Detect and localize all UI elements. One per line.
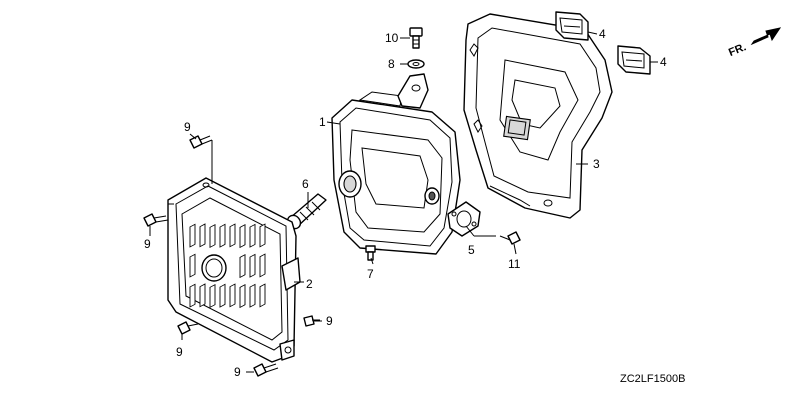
callout-grommet-a: 4 — [599, 27, 606, 41]
bolt-9-right — [303, 315, 320, 327]
callout-washer-8: 8 — [388, 57, 395, 71]
bolt-9-left — [143, 213, 169, 227]
callout-grommet-b: 4 — [660, 55, 667, 69]
callout-bolt-9-lower-left: 9 — [176, 345, 183, 359]
screw-7 — [365, 245, 376, 261]
grommet-lower — [617, 45, 651, 75]
callout-screw-7: 7 — [367, 267, 374, 281]
diagram-code: ZC2LF1500B — [620, 373, 685, 385]
direction-indicator: FR. — [727, 27, 782, 59]
callout-spark-arrester: 6 — [302, 177, 309, 191]
bolt-9-lower-left — [177, 321, 199, 335]
washer-8 — [407, 59, 425, 69]
callout-bolt-9-upper: 9 — [184, 120, 191, 134]
callout-bolt-9-right: 9 — [326, 314, 333, 328]
muffler-protector — [167, 177, 301, 363]
protector-vents — [189, 223, 266, 309]
direction-label: FR. — [727, 41, 748, 59]
muffler-cover — [463, 13, 613, 219]
callout-bolt-10: 10 — [385, 31, 399, 45]
gasket — [447, 201, 481, 237]
callout-muffler-protector: 2 — [306, 277, 313, 291]
callout-bolt-9-left: 9 — [144, 237, 151, 251]
direction-arrow-icon — [750, 27, 782, 46]
grommet-upper — [555, 11, 589, 41]
muffler — [331, 73, 461, 255]
callout-muffler: 1 — [319, 115, 326, 129]
bolt-9-bottom — [253, 363, 279, 377]
callout-bolt-9-bottom: 9 — [234, 365, 241, 379]
callout-labels: 10 8 1 4 4 3 6 5 7 11 2 9 9 9 9 9 — [144, 27, 667, 379]
callout-muffler-cover: 3 — [593, 157, 600, 171]
bolt-11 — [499, 231, 521, 245]
bolt-10 — [409, 27, 423, 49]
leader-lines — [149, 31, 658, 373]
callout-gasket: 5 — [468, 243, 475, 257]
bolt-9-upper — [189, 135, 213, 149]
callout-bolt-11: 11 — [508, 257, 521, 271]
